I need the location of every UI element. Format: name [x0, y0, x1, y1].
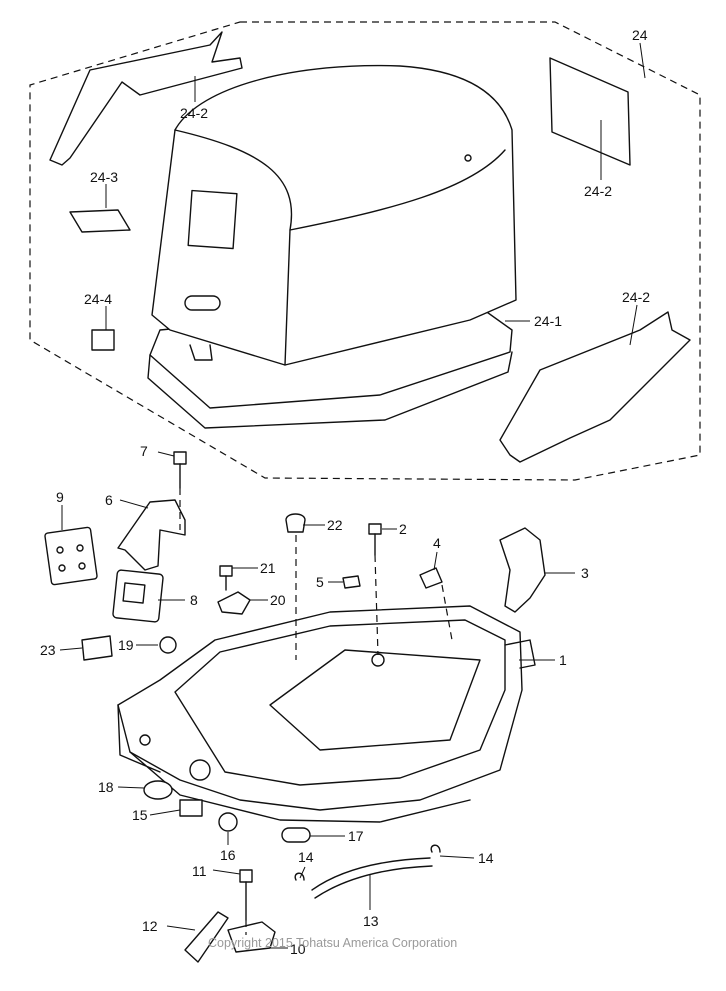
part-16: [218, 812, 238, 832]
part-17: [281, 827, 311, 843]
decal-24-3: [69, 209, 131, 233]
callout-12: 12: [142, 918, 158, 934]
callout-3: 3: [581, 565, 589, 581]
part-22: [285, 513, 306, 533]
part-3: [499, 527, 546, 613]
callout-10: 10: [290, 941, 306, 957]
callout-4: 4: [433, 535, 441, 551]
callout-24-2-lower: 24-2: [622, 289, 650, 305]
part-20: [217, 591, 251, 615]
callout-14-right: 14: [478, 850, 494, 866]
part-8: [112, 569, 164, 623]
part-19: [159, 636, 177, 654]
callout-8: 8: [190, 592, 198, 608]
part-21: [219, 565, 233, 591]
callout-22: 22: [327, 517, 343, 533]
assembly-lines: [179, 488, 453, 935]
part-9: [44, 526, 98, 586]
part-4: [419, 567, 443, 589]
decal-24-2-right: [549, 57, 631, 166]
decal-24-2-lower: [499, 311, 691, 463]
decal-24-4: [91, 329, 115, 351]
part-10: [227, 921, 276, 953]
kit-24-boundary: [29, 21, 701, 481]
part-12: [184, 911, 229, 963]
callout-11: 11: [192, 863, 207, 879]
callout-15: 15: [132, 807, 148, 823]
callout-18: 18: [98, 779, 114, 795]
top-cowling: [147, 64, 517, 429]
callout-1: 1: [559, 652, 567, 668]
callout-5: 5: [316, 574, 324, 590]
part-2: [368, 523, 382, 556]
part-5: [342, 575, 361, 589]
copyright-text: Copyright 2015 Tohatsu America Corporati…: [208, 936, 457, 950]
bottom-cowling: [117, 605, 536, 823]
callout-7: 7: [140, 443, 148, 459]
leader-lines: [59, 42, 646, 949]
part-15: [179, 799, 203, 817]
callout-17: 17: [348, 828, 364, 844]
callout-24: 24: [632, 27, 648, 43]
part-14-right: [430, 844, 441, 853]
callout-21: 21: [260, 560, 276, 576]
part-18: [143, 780, 173, 800]
callout-24-4: 24-4: [84, 291, 112, 307]
part-14-left: [294, 872, 305, 881]
decal-24-2-left: [49, 31, 243, 166]
part-7: [173, 451, 187, 489]
callout-14-left: 14: [298, 849, 314, 865]
part-13: [311, 857, 433, 899]
callout-9: 9: [56, 489, 64, 505]
callout-24-1: 24-1: [534, 313, 562, 329]
callout-24-2-left: 24-2: [180, 105, 208, 121]
callout-6: 6: [105, 492, 113, 508]
callout-16: 16: [220, 847, 236, 863]
callout-24-2-right: 24-2: [584, 183, 612, 199]
callout-13: 13: [363, 913, 379, 929]
callout-2: 2: [399, 521, 407, 537]
part-23: [81, 635, 113, 661]
part-6: [117, 499, 186, 571]
callout-19: 19: [118, 637, 134, 653]
callout-20: 20: [270, 592, 286, 608]
callout-23: 23: [40, 642, 56, 658]
callout-24-3: 24-3: [90, 169, 118, 185]
part-11: [239, 869, 253, 921]
